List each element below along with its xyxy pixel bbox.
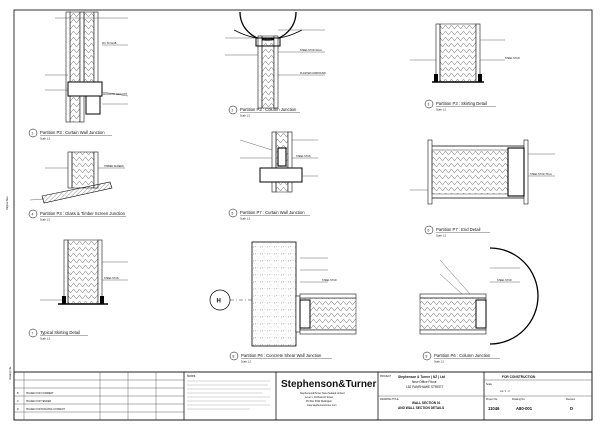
detail-8-title: Partition P6 : Concrete Shear Wall Junct… [241,353,322,358]
margin-labels: Original Size Drawing File [6,196,12,380]
drawing-number: A80-001 [516,406,533,411]
svg-text:2: 2 [232,109,234,113]
svg-text:STEEL STUD: STEEL STUD [296,155,311,158]
svg-text:www.stephensonturner.com: www.stephensonturner.com [307,404,336,407]
meta-block: FOR CONSTRUCTION Scale A1 / 1 : 2 Projec… [483,371,593,421]
detail-3-title: Partition P3 : Skirting Detail [436,101,487,106]
svg-text:STEEL STUD: STEEL STUD [322,279,337,282]
firm-logo: Stephenson&Turner [281,379,376,390]
detail-8-concrete-shear-wall: STEEL STUD H 8 Partition P6 : Concrete S… [209,241,357,364]
detail-4-scale: Scale 1:2 [40,219,51,222]
drawing-title-label: DRAWING TITLE [380,398,399,401]
svg-text:9: 9 [426,355,428,359]
svg-text:STEEL STUD 76mm: STEEL STUD 76mm [530,173,552,176]
svg-text:ISSUED FOR BUILDING CONSENT: ISSUED FOR BUILDING CONSENT [26,408,65,411]
detail-7-scale: Scale 1:2 [40,338,51,341]
svg-text:STEEL STUD: STEEL STUD [497,279,512,282]
svg-text:3: 3 [428,103,430,107]
grid-bubble-label: H [217,299,221,305]
detail-6-scale: Scale 1:2 [436,235,447,238]
firm-block: Stephenson&Turner Stephenson&Turner New … [275,371,379,421]
revision-letter: D [570,406,573,411]
project-number: 11046 [488,406,500,411]
svg-text:8: 8 [233,355,235,359]
svg-text:Project No.: Project No. [486,398,498,401]
svg-text:STEEL STUD: STEEL STUD [104,277,119,280]
svg-text:New Office Fitout: New Office Fitout [412,380,437,384]
notes-heading: Notes [187,374,196,378]
detail-7-typical-skirting: STEEL STUD 7 Typical Skirting Detail Sca… [28,239,128,341]
detail-1-title: Partition P3 : Curtain Wall Junction [40,130,105,135]
detail-5-title: Partition P7 : Curtain Wall Junction [240,210,305,215]
drawing-title: WALL SECTION 01 [412,401,441,405]
svg-text:Revision: Revision [566,398,576,401]
svg-text:4: 4 [32,213,34,217]
detail-7-title: Typical Skirting Detail [40,330,80,335]
detail-2-column-junction: STEEL STUD 64mm PLASTER COMPOUND 2 Parti… [225,11,326,118]
svg-text:AND WALL SECTION DETAILS: AND WALL SECTION DETAILS [398,406,444,410]
svg-text:PO Box 3942 Wellington: PO Box 3942 Wellington [306,400,333,403]
detail-9-p6-column-junction: STEEL STUD 9 Partition P6 : Column Junct… [419,247,539,364]
detail-1-curtain-wall-junction: FIX TO SLAB ACOUSTIC SEALANT 1 Partition… [28,11,129,141]
svg-text:C: C [17,400,19,403]
detail-3-skirting-detail: STEEL STUD 3 Partition P3 : Skirting Det… [410,23,520,112]
svg-text:152 FANSHAWE STREET: 152 FANSHAWE STREET [406,385,443,389]
svg-text:Level 1, 49 Boulcott Street: Level 1, 49 Boulcott Street [305,396,333,399]
svg-text:1: 1 [32,132,34,136]
detail-8-scale: Scale 1:2 [241,361,252,364]
margin-label-drawing-file: Drawing File [9,366,12,380]
svg-text:6: 6 [428,229,430,233]
detail-3-scale: Scale 1:2 [436,109,447,112]
svg-text:5: 5 [232,212,234,216]
detail-9-title: Partition P6 : Column Junction [434,353,491,358]
detail-6-end-detail: STEEL STUD 76mm 6 Partition P7 : End Det… [410,139,555,238]
detail-1-scale: Scale 1:2 [40,138,51,141]
project-name: Stephenson & Turner ( NZ ) Ltd [398,375,445,379]
svg-text:D: D [17,408,19,411]
svg-text:B: B [17,392,19,395]
detail-5-scale: Scale 1:2 [240,218,251,221]
detail-4-title: Partition P3 : Glass & Timber Screen Jun… [40,211,126,216]
detail-2-scale: Scale 1:2 [240,115,251,118]
svg-text:FIX TO SLAB: FIX TO SLAB [102,42,117,45]
svg-text:TIMBER SCREEN: TIMBER SCREEN [104,165,124,168]
svg-text:ISSUED FOR COMMENT: ISSUED FOR COMMENT [26,392,54,395]
detail-4-glass-timber-junction: TIMBER SCREEN 4 Partition P3 : Glass & T… [28,151,126,222]
title-block: D ISSUED FOR BUILDING CONSENT C ISSUED F… [13,371,593,421]
revision-table: D ISSUED FOR BUILDING CONSENT C ISSUED F… [13,371,185,421]
status-banner: FOR CONSTRUCTION [502,375,536,379]
detail-5-p7-curtain-wall: STEEL STUD 5 Partition P7 : Curtain Wall… [228,131,318,221]
svg-text:Stephenson&Turner New Zealand: Stephenson&Turner New Zealand Limited [300,392,345,395]
notes-block: Notes [183,371,277,421]
detail-9-scale: Scale 1:2 [434,361,445,364]
svg-text:Drawing No.: Drawing No. [512,398,525,401]
svg-text:STEEL STUD: STEEL STUD [505,57,520,60]
project-block: PROJECT Stephenson & Turner ( NZ ) Ltd N… [377,371,485,421]
detail-6-title: Partition P7 : End Detail [436,227,481,232]
svg-text:PLASTER COMPOUND: PLASTER COMPOUND [300,72,326,75]
project-label: PROJECT [380,375,392,378]
margin-label-original-size: Original Size [6,196,9,210]
svg-text:ACOUSTIC SEALANT: ACOUSTIC SEALANT [103,93,127,96]
svg-text:STEEL STUD 64mm: STEEL STUD 64mm [300,49,322,52]
detail-2-title: Partition P3 : Column Junction [240,107,297,112]
svg-text:7: 7 [32,332,34,336]
scale-value: A1 / 1 : 2 [500,390,510,393]
svg-text:Scale: Scale [486,383,493,386]
svg-text:ISSUED FOR TENDER: ISSUED FOR TENDER [26,400,51,403]
